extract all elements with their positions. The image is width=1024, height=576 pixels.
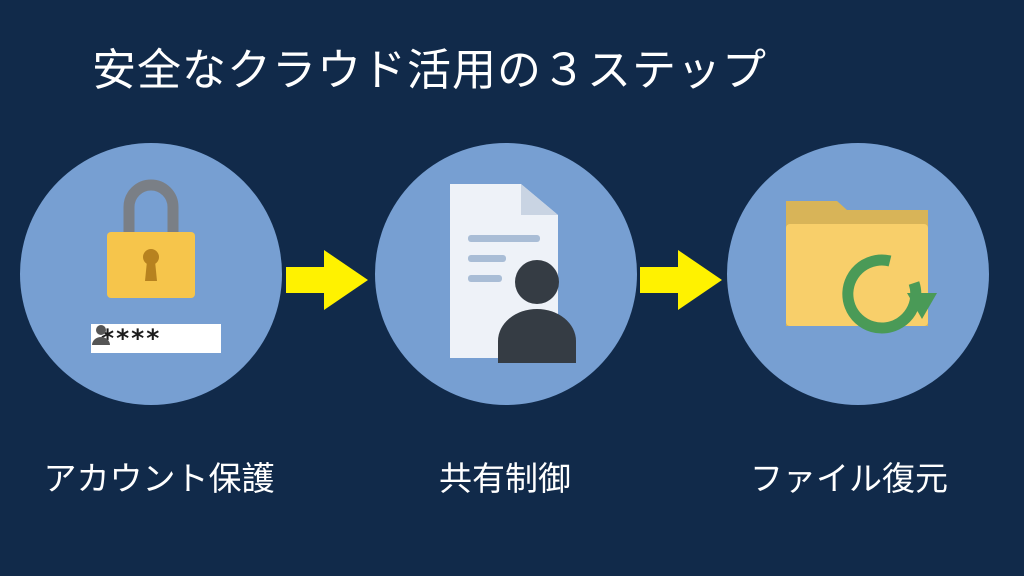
shared-document-icon bbox=[450, 184, 576, 363]
password-mask: **** bbox=[101, 324, 162, 353]
step-1-circle: **** bbox=[20, 143, 282, 405]
folder-restore-icon bbox=[786, 201, 937, 334]
step-3-label: ファイル復元 bbox=[750, 459, 948, 498]
page-title: 安全なクラウド活用の３ステップ bbox=[92, 45, 767, 96]
user-icon bbox=[92, 325, 110, 345]
arrow-right-icon bbox=[640, 250, 722, 310]
arrow-right-icon bbox=[286, 250, 368, 310]
password-field-graphic: **** bbox=[91, 324, 221, 353]
padlock-icon bbox=[107, 179, 195, 298]
step-2-label: 共有制御 bbox=[439, 459, 571, 498]
step-3-circle bbox=[727, 143, 989, 405]
step-1-label: アカウント保護 bbox=[43, 459, 275, 498]
step-2-circle bbox=[375, 143, 637, 405]
